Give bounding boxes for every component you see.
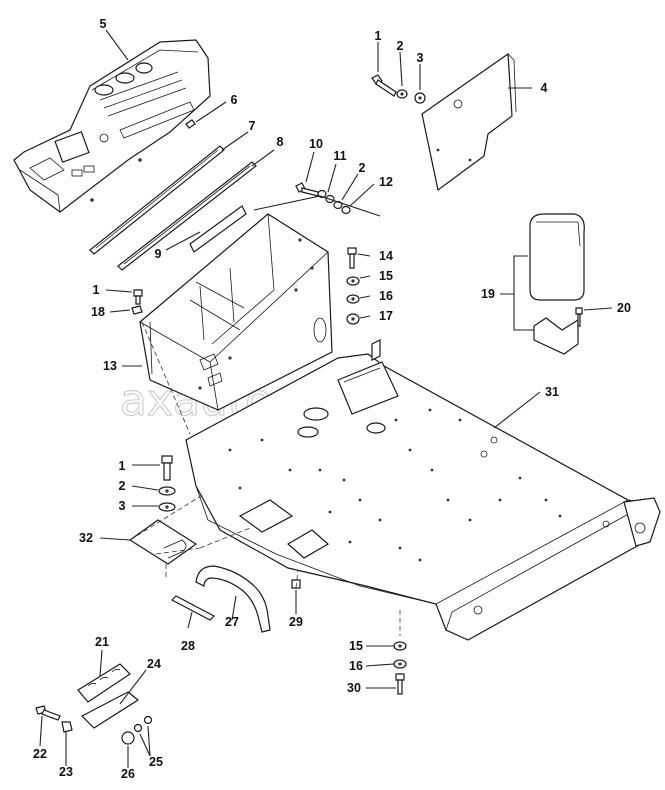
callout-16-lower: 16: [349, 659, 363, 673]
callout-4: 4: [541, 81, 548, 95]
callout-13: 13: [103, 359, 117, 373]
trim-strip-part-7: [89, 145, 225, 255]
callout-18: 18: [91, 305, 105, 319]
callout-21: 21: [95, 635, 109, 649]
callout-29: 29: [289, 615, 303, 629]
callout-10: 10: [309, 137, 323, 151]
side-cover-part-4: [421, 52, 517, 192]
callout-5: 5: [100, 17, 107, 31]
callout-6: 6: [231, 93, 238, 107]
callout-1-bolt-box: 1: [93, 283, 100, 297]
seal-part-21: [77, 663, 131, 703]
screw-part-6: [185, 119, 196, 129]
bracket-part-24: [80, 691, 140, 729]
leader-lines: [39, 29, 613, 768]
callout-27: 27: [225, 615, 239, 629]
callout-9: 9: [155, 247, 162, 261]
callout-23: 23: [59, 765, 73, 779]
callout-7: 7: [249, 119, 256, 133]
callout-26: 26: [121, 767, 135, 781]
callout-11: 11: [333, 149, 346, 163]
bracket-part-9: [189, 205, 247, 253]
callout-28: 28: [181, 639, 195, 653]
callout-14: 14: [379, 249, 393, 263]
plug-part-29: [291, 579, 301, 589]
callout-30: 30: [347, 681, 361, 695]
callout-20: 20: [617, 301, 631, 315]
callout-24: 24: [147, 657, 161, 671]
callout-3-nut-top: 3: [417, 51, 424, 65]
strip-part-28: [170, 595, 216, 621]
callout-2-washer-mid: 2: [359, 161, 366, 175]
callout-19: 19: [481, 287, 495, 301]
callout-2-washer-floor: 2: [119, 479, 126, 493]
fasteners: [35, 74, 583, 745]
callout-31: 31: [545, 385, 559, 399]
callout-15-lower: 15: [349, 639, 363, 653]
callout-32: 32: [79, 531, 93, 545]
callout-8: 8: [277, 135, 284, 149]
callout-2-washer-top: 2: [397, 39, 404, 53]
hose-part-27: [195, 565, 271, 633]
callout-17: 17: [379, 309, 393, 323]
trim-strip-part-8: [117, 161, 257, 271]
plate-part-32: [128, 519, 198, 565]
callout-1-bolt-top: 1: [375, 29, 382, 43]
box-part-19: [529, 213, 585, 355]
callout-1-bolt-floor: 1: [119, 459, 126, 473]
callout-3-nut-floor: 3: [119, 499, 126, 513]
box-frame: [139, 213, 333, 411]
callout-12: 12: [379, 175, 393, 189]
callout-16-upper: 16: [379, 289, 393, 303]
callout-22: 22: [33, 747, 47, 761]
floor-plate: [185, 339, 661, 641]
callout-15-upper: 15: [379, 269, 393, 283]
dashboard-console: [13, 39, 211, 213]
callout-labels: 1 2 3 4 5 6 7 8 9 10 11 2 12 14 15 16 17…: [33, 17, 631, 781]
callout-25: 25: [149, 755, 163, 769]
